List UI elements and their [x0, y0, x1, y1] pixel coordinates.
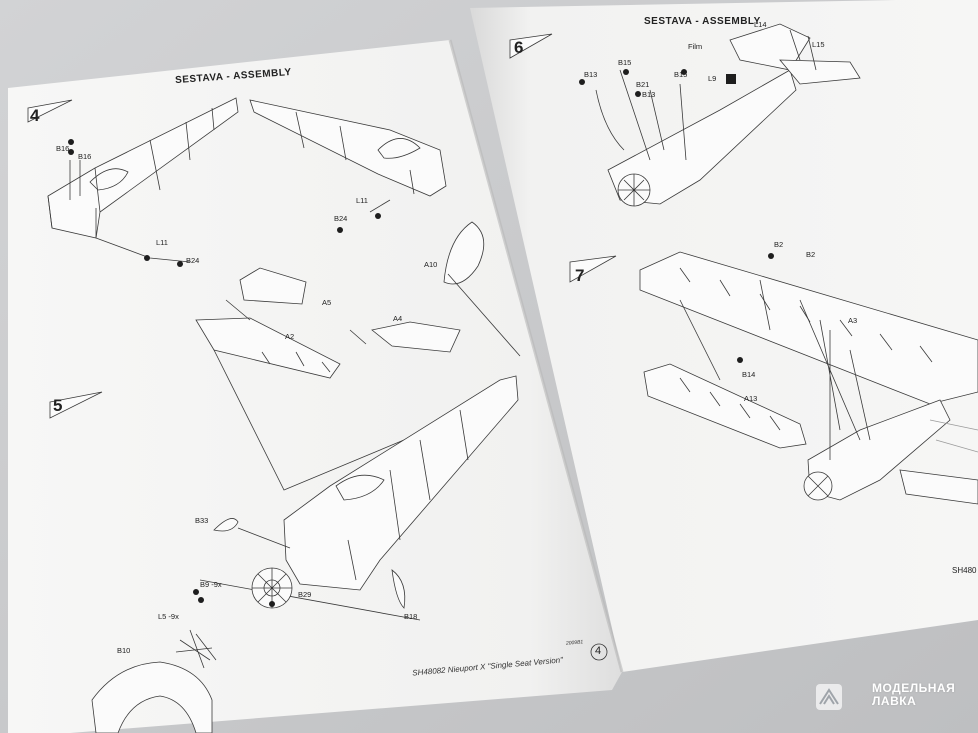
part-label: B10 [117, 646, 131, 655]
step-4-label: 4 [30, 106, 40, 125]
watermark: МОДЕЛЬНАЯ ЛАВКА [840, 682, 955, 708]
part-label: A4 [393, 314, 403, 323]
part-label: A10 [424, 260, 438, 269]
right-page [470, 0, 978, 672]
watermark-line2: ЛАВКА [872, 694, 917, 708]
part-label: A13 [744, 394, 758, 403]
part-label: B16 [56, 144, 70, 153]
right-footer: SH480 [952, 566, 977, 575]
watermark-logo-icon [840, 682, 866, 708]
step-5-label: 5 [53, 396, 63, 415]
watermark-line1: МОДЕЛЬНАЯ [872, 681, 956, 695]
part-label: B13 [642, 90, 656, 99]
part-label: B33 [195, 516, 209, 525]
part-label: B24 [334, 214, 348, 223]
left-page [8, 40, 622, 733]
part-label: B29 [298, 590, 312, 599]
part-label: B14 [742, 370, 756, 379]
step-7-label: 7 [575, 266, 585, 285]
part-label: A3 [848, 316, 858, 325]
part-label: L15 [812, 40, 825, 49]
part-label: L14 [754, 20, 767, 29]
part-label: B2 [806, 250, 816, 259]
part-label: L11 [156, 238, 168, 247]
part-label: B13 [584, 70, 598, 79]
part-label: B2 [774, 240, 784, 249]
part-label: B21 [636, 80, 650, 89]
part-label: A5 [322, 298, 332, 307]
part-label: Film [688, 42, 703, 51]
part-label: A2 [285, 332, 295, 341]
step-6-label: 6 [514, 38, 524, 57]
part-label: L5 -9x [158, 612, 179, 621]
part-label: B18 [404, 612, 418, 621]
part-label: B24 [186, 256, 200, 265]
part-label: B9 -9x [200, 580, 222, 589]
part-label: B16 [78, 152, 92, 161]
page-number: 4 [595, 645, 602, 657]
right-page-header: SESTAVA - ASSEMBLY [644, 16, 761, 27]
part-label: B15 [618, 58, 632, 67]
part-label: B15 [674, 70, 688, 79]
part-label: L11 [356, 196, 368, 205]
part-label: L9 [708, 74, 717, 83]
